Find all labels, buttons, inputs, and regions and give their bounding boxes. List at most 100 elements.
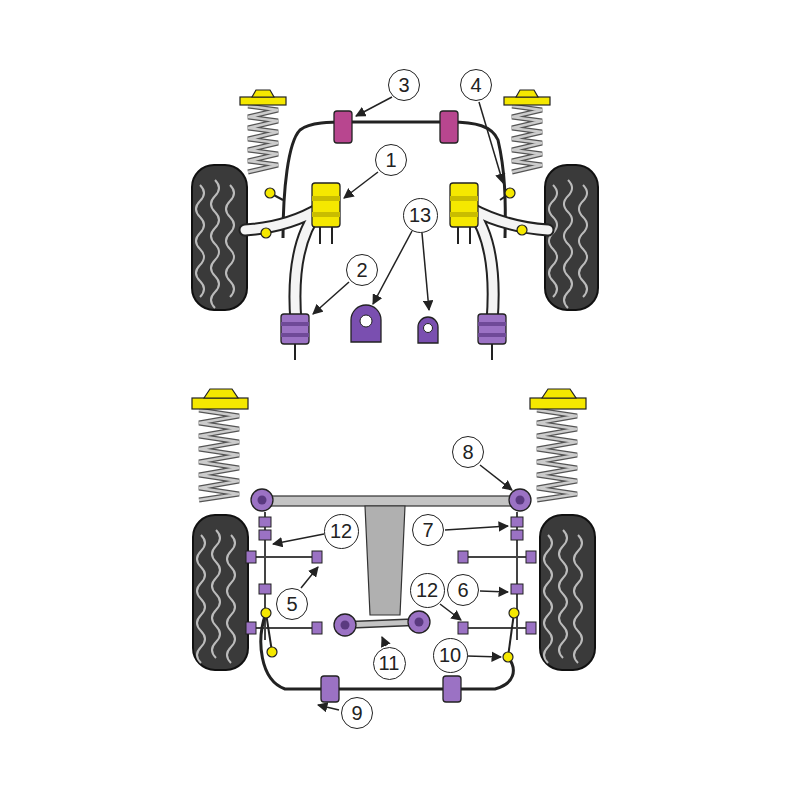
link-bush xyxy=(511,517,523,527)
control-arm xyxy=(470,208,548,322)
link-bush xyxy=(458,551,468,563)
coil-spring xyxy=(248,106,278,172)
purple-bush-band xyxy=(281,333,309,337)
rod-bush-core xyxy=(341,621,350,630)
subframe-bush xyxy=(251,489,273,511)
link-bush xyxy=(526,551,536,563)
ball-joint xyxy=(265,188,275,198)
link-bush xyxy=(312,622,322,634)
tyre-tread xyxy=(197,530,235,663)
anti-roll-bar-bush xyxy=(321,676,339,702)
callout-number: 13 xyxy=(409,205,431,225)
coil-spring xyxy=(512,106,542,172)
rod-bush xyxy=(334,614,356,636)
yellow-bush-band xyxy=(450,196,478,201)
spring-top-mount xyxy=(240,97,286,105)
callout-number: 12 xyxy=(416,580,438,600)
callout-number: 11 xyxy=(379,653,400,673)
spring-top-mount xyxy=(542,389,576,398)
leader-line xyxy=(422,233,429,310)
callout-number: 12 xyxy=(330,521,352,541)
link-bush xyxy=(312,551,322,563)
front-springs xyxy=(240,90,550,172)
control-arm xyxy=(245,208,320,322)
coil-spring xyxy=(199,410,239,500)
purple-bush-band xyxy=(478,333,506,337)
link xyxy=(250,556,320,558)
link-bush xyxy=(259,530,271,540)
coil-spring xyxy=(248,106,278,172)
spring-top-mount xyxy=(504,97,550,105)
anti-roll-bar-bush xyxy=(334,111,352,143)
mount-bush-hole xyxy=(424,324,433,333)
mount-bush-hole xyxy=(360,315,372,327)
callout-circle: 12 xyxy=(410,573,445,608)
callout-circle: 4 xyxy=(460,69,492,101)
purple-bush xyxy=(478,314,506,344)
callout-circle: 11 xyxy=(373,647,406,680)
tyre-tread xyxy=(549,180,587,308)
spring-top-mount xyxy=(530,398,586,409)
ball-joint xyxy=(503,652,513,662)
mount-bush xyxy=(351,305,381,342)
link xyxy=(462,627,532,629)
subframe-bush-core xyxy=(516,496,525,505)
leader-line xyxy=(382,637,386,646)
callout-number: 1 xyxy=(385,150,396,170)
coil-spring xyxy=(537,410,577,500)
rod-bush-core xyxy=(415,618,424,627)
purple-bush xyxy=(281,314,309,344)
callout-number: 3 xyxy=(398,75,409,95)
subframe-bush-core xyxy=(258,496,267,505)
stud xyxy=(457,226,459,244)
yellow-bush-band xyxy=(312,196,340,201)
stud xyxy=(331,226,333,244)
rear-anti-roll-bar xyxy=(261,608,519,702)
rear-centre-rod xyxy=(334,611,430,636)
front-control-arms xyxy=(245,188,548,322)
spring-top-mount xyxy=(204,389,238,398)
spring-top-mount xyxy=(252,90,274,97)
callout-number: 2 xyxy=(356,260,367,280)
ball-joint xyxy=(509,608,519,618)
leader-line xyxy=(356,97,392,116)
link-bush xyxy=(259,517,271,527)
ball-joint xyxy=(267,647,277,657)
leader-lines xyxy=(273,97,512,710)
link-bush xyxy=(458,622,468,634)
rear-links xyxy=(246,512,536,640)
callout-circle: 7 xyxy=(412,514,444,546)
spring-top-mount xyxy=(516,90,538,97)
leader-line xyxy=(480,465,512,490)
stud xyxy=(469,226,471,244)
link-bush xyxy=(246,551,256,563)
leader-line xyxy=(301,567,318,588)
anti-roll-bar-bush xyxy=(443,676,461,702)
link-bush xyxy=(246,622,256,634)
control-arm xyxy=(470,208,548,322)
coil-spring xyxy=(512,106,542,172)
coil-spring xyxy=(199,410,239,500)
rear-springs xyxy=(192,389,586,500)
drop-link xyxy=(508,613,514,657)
callout-circle: 5 xyxy=(276,588,308,620)
callout-circle: 1 xyxy=(375,144,407,176)
front-bushes xyxy=(281,111,506,360)
link-bush xyxy=(259,584,271,594)
callout-circle: 6 xyxy=(447,574,479,606)
callout-number: 6 xyxy=(457,580,468,600)
ball-joint xyxy=(261,228,271,238)
leader-line xyxy=(467,656,501,657)
drop-link xyxy=(266,613,272,652)
link-bush xyxy=(511,584,523,594)
purple-bush-band xyxy=(478,322,506,326)
callout-number: 7 xyxy=(422,520,433,540)
link-bush xyxy=(511,530,523,540)
leader-line xyxy=(273,534,324,544)
tyre-tread xyxy=(544,530,582,663)
control-arm xyxy=(245,208,320,322)
callout-number: 10 xyxy=(439,645,461,665)
rod-bush xyxy=(408,611,430,633)
